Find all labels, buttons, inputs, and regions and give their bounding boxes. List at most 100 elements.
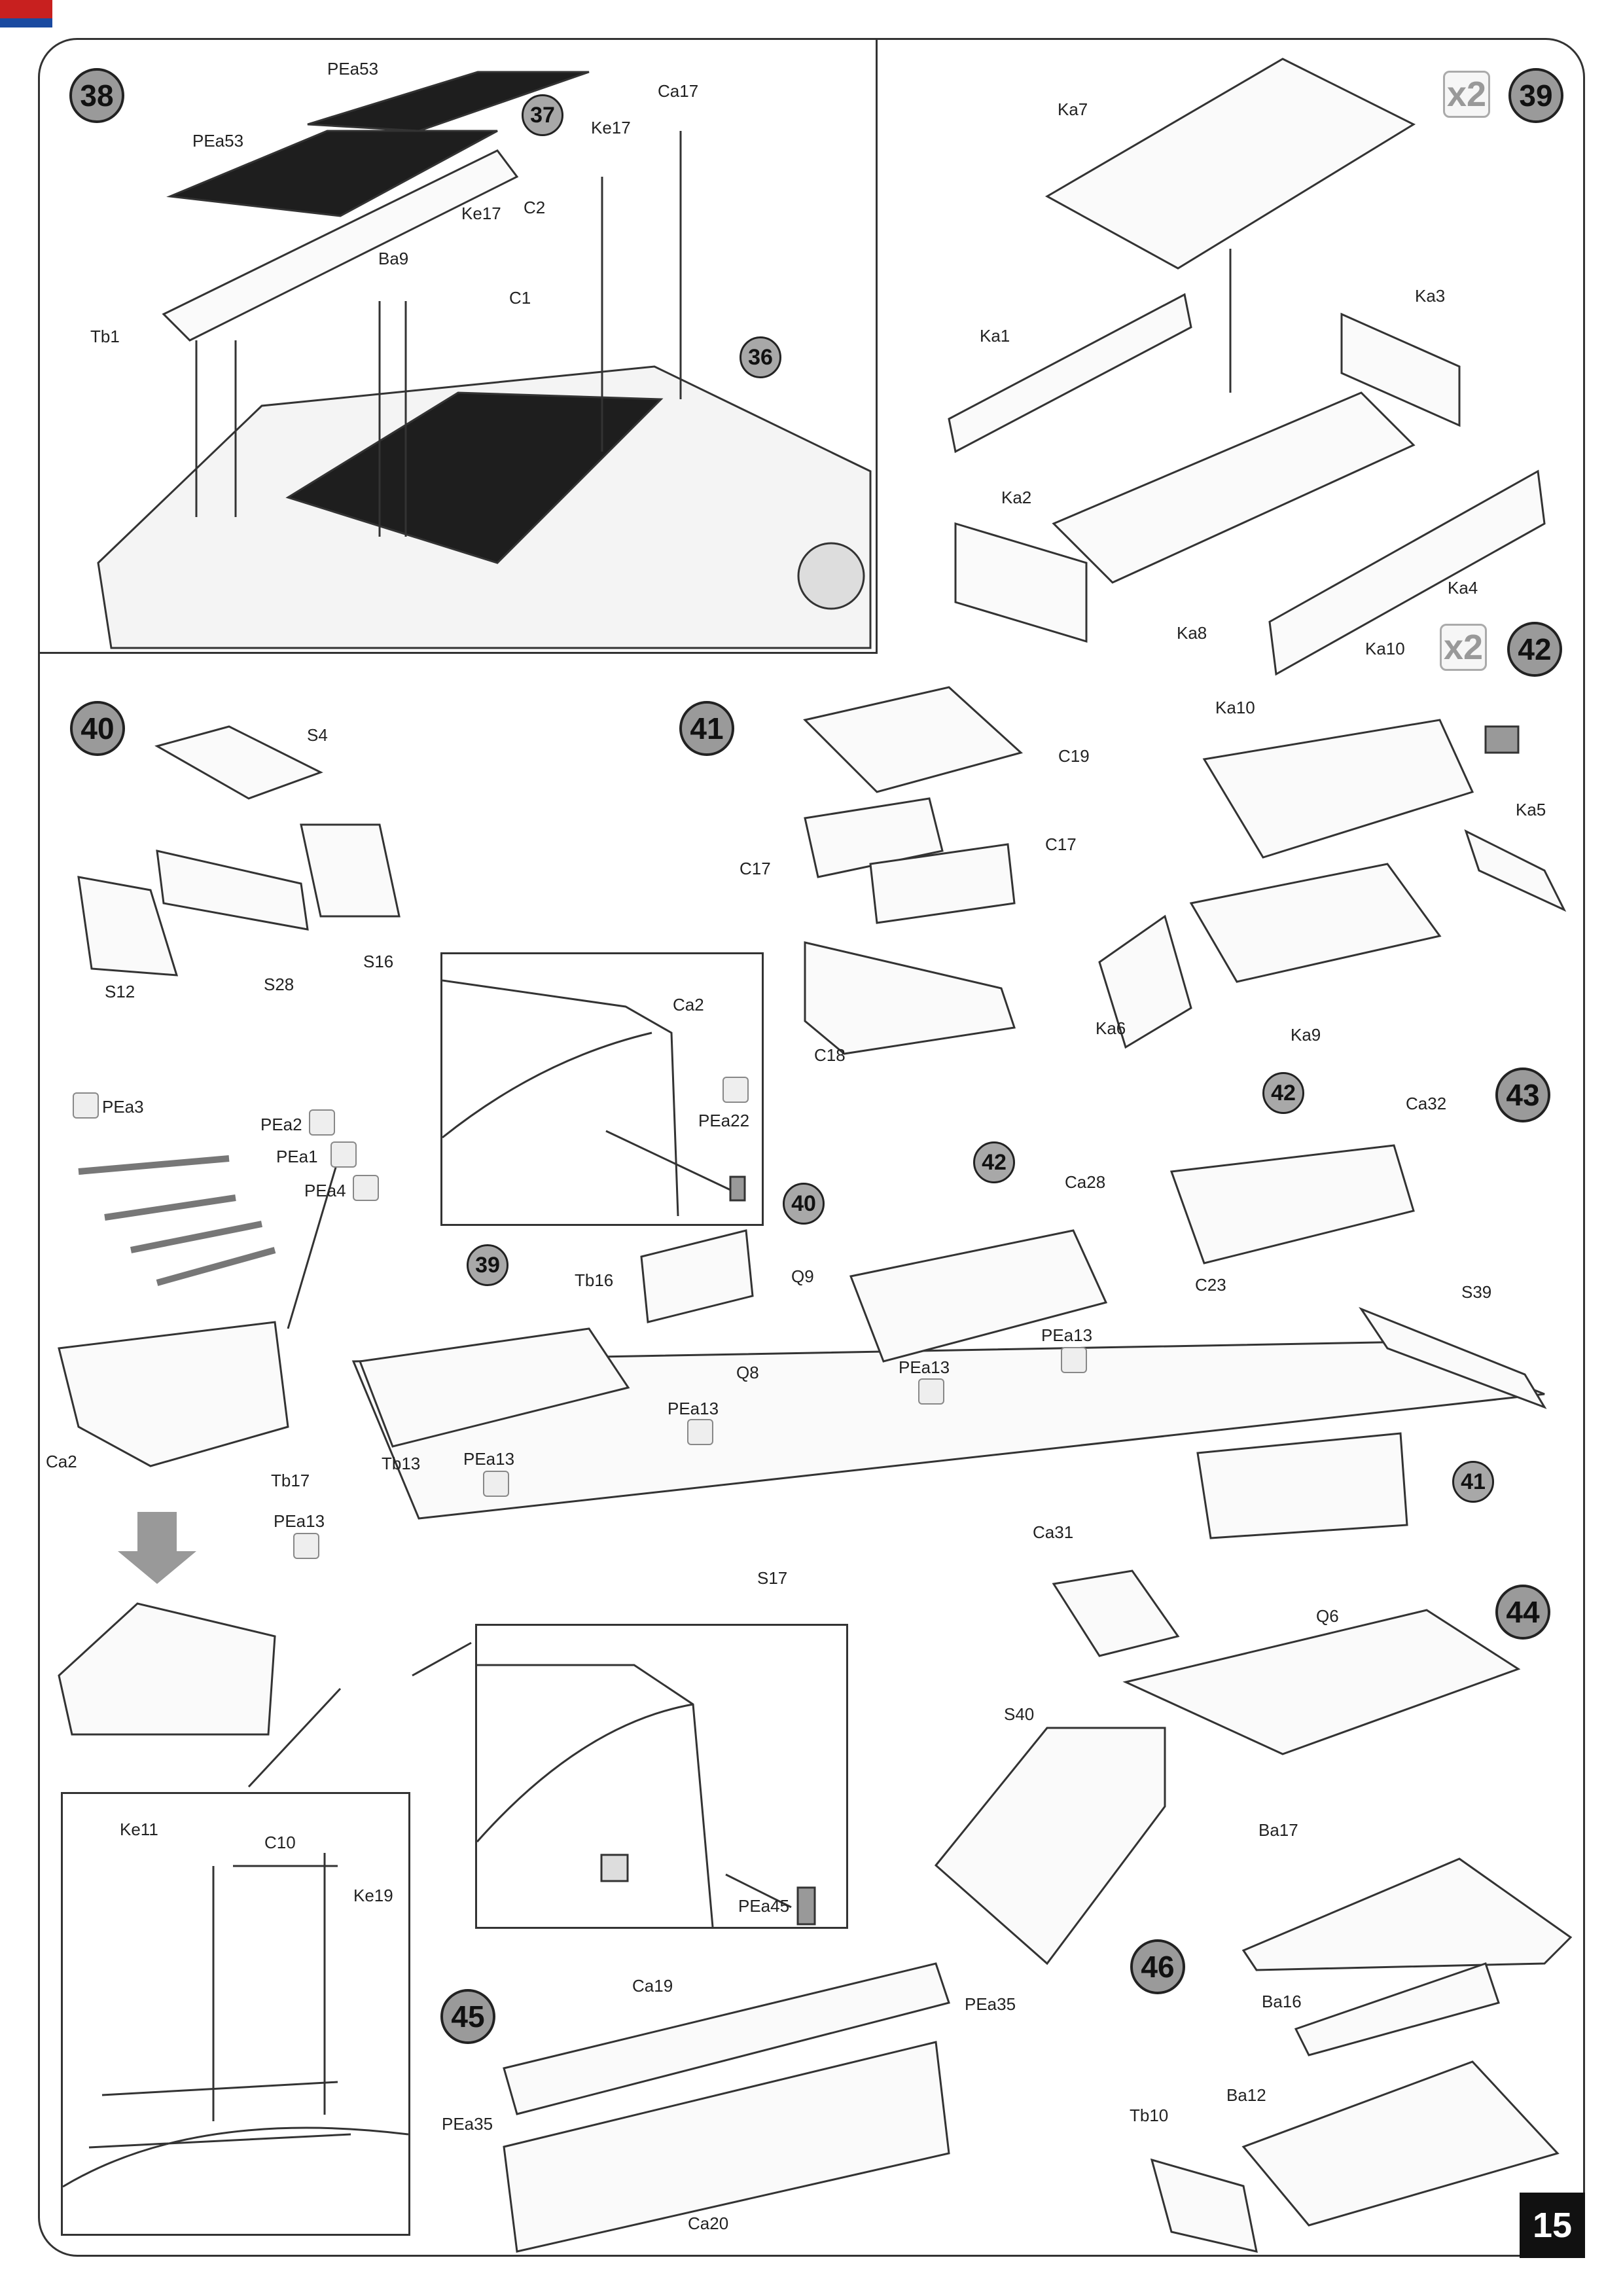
part-label-ka1: Ka1 xyxy=(980,326,1010,346)
step-42-badge: 42 xyxy=(1507,622,1562,677)
part-label-ba16: Ba16 xyxy=(1262,1992,1302,2011)
part-label-ke17-a: Ke17 xyxy=(591,118,631,137)
part-label-ca19: Ca19 xyxy=(632,1976,673,1996)
part-label-pea45: PEa45 xyxy=(738,1896,790,1916)
part-label-ka5: Ka5 xyxy=(1516,800,1546,819)
page-number: 15 xyxy=(1520,2193,1585,2258)
quantity-x2-icon: x2 xyxy=(1443,71,1490,118)
step-40-badge: 40 xyxy=(70,701,125,756)
part-label-ca20: Ca20 xyxy=(688,2214,729,2233)
step-41-badge: 41 xyxy=(679,701,734,756)
step-44-badge: 44 xyxy=(1495,1585,1550,1640)
part-label-ka7: Ka7 xyxy=(1058,99,1088,119)
photo-etch-icon-pea13-e xyxy=(293,1533,319,1559)
step-40-ref-badge: 40 xyxy=(783,1183,825,1225)
part-label-pea13-c: PEa13 xyxy=(668,1399,719,1418)
part-label-ca32: Ca32 xyxy=(1406,1094,1447,1113)
photo-etch-icon-pea1 xyxy=(330,1141,357,1168)
part-label-pea35-right: PEa35 xyxy=(965,1994,1016,2014)
step-37-ref-badge: 37 xyxy=(522,94,563,136)
part-label-ba9: Ba9 xyxy=(378,249,409,268)
part-label-ka6: Ka6 xyxy=(1096,1018,1126,1038)
step-41-ref-badge: 41 xyxy=(1452,1461,1494,1503)
quantity-x2-icon-step42: x2 xyxy=(1440,624,1487,671)
divider-horizontal-top xyxy=(38,652,878,654)
step-39-badge: 39 xyxy=(1508,68,1563,123)
photo-etch-icon-pea2 xyxy=(309,1109,335,1136)
part-label-ke11: Ke11 xyxy=(120,1820,158,1839)
part-label-tb10: Tb10 xyxy=(1130,2106,1169,2125)
part-label-tb17: Tb17 xyxy=(271,1471,310,1490)
part-label-s28: S28 xyxy=(264,975,294,994)
detail-box-pea45 xyxy=(475,1624,848,1929)
step-43-badge: 43 xyxy=(1495,1067,1550,1122)
part-label-ka2: Ka2 xyxy=(1001,488,1032,507)
detail-box-ca2 xyxy=(440,952,764,1226)
part-label-pea13-e: PEa13 xyxy=(274,1511,325,1531)
part-label-pea1: PEa1 xyxy=(276,1147,318,1166)
part-label-ka10-top: Ka10 xyxy=(1365,639,1405,658)
publisher-logo xyxy=(0,0,52,27)
photo-etch-icon-pea13-c xyxy=(687,1419,713,1445)
part-label-s16: S16 xyxy=(363,952,394,971)
divider-vertical-top xyxy=(876,38,878,653)
part-label-c18: C18 xyxy=(814,1045,846,1065)
part-label-ca31: Ca31 xyxy=(1033,1522,1074,1542)
part-label-s4: S4 xyxy=(307,725,328,745)
part-label-pea2: PEa2 xyxy=(260,1115,302,1134)
photo-etch-icon-pea3 xyxy=(73,1092,99,1119)
part-label-pea53-left: PEa53 xyxy=(192,131,244,151)
part-label-pea13-b: PEa13 xyxy=(899,1357,950,1377)
part-label-pea22: PEa22 xyxy=(698,1111,750,1130)
step-42-ref-badge-b: 42 xyxy=(973,1141,1015,1183)
direction-arrow xyxy=(118,1512,196,1584)
part-label-ka3: Ka3 xyxy=(1415,286,1446,306)
part-label-pea4: PEa4 xyxy=(304,1181,346,1200)
part-label-ke17-b: Ke17 xyxy=(461,204,501,223)
part-label-c1: C1 xyxy=(509,288,531,308)
photo-etch-icon-pea4 xyxy=(353,1175,379,1201)
part-label-ca28: Ca28 xyxy=(1065,1172,1106,1192)
part-label-s40: S40 xyxy=(1004,1704,1035,1724)
part-label-ca2: Ca2 xyxy=(46,1452,77,1471)
step-46-badge: 46 xyxy=(1130,1939,1185,1994)
step-42-ref-badge-a: 42 xyxy=(1262,1072,1304,1114)
part-label-c17-right: C17 xyxy=(1045,834,1077,854)
part-label-s12: S12 xyxy=(105,982,135,1001)
part-label-c10: C10 xyxy=(264,1833,296,1852)
part-label-ca17: Ca17 xyxy=(658,81,699,101)
part-label-q8: Q8 xyxy=(736,1363,759,1382)
detail-box-c10 xyxy=(61,1792,410,2236)
part-label-q9: Q9 xyxy=(791,1266,814,1286)
part-label-tb1: Tb1 xyxy=(90,327,120,346)
part-label-s17: S17 xyxy=(757,1568,788,1588)
part-label-ba12: Ba12 xyxy=(1226,2085,1266,2105)
part-label-pea13-a: PEa13 xyxy=(1041,1325,1093,1345)
part-label-pea35-left: PEa35 xyxy=(442,2114,493,2134)
part-label-c17-left: C17 xyxy=(740,859,771,878)
part-label-c23: C23 xyxy=(1195,1275,1226,1295)
part-label-c2: C2 xyxy=(524,198,546,217)
step-45-badge: 45 xyxy=(440,1989,495,2044)
photo-etch-icon-pea13-d xyxy=(483,1471,509,1497)
photo-etch-icon-pea13-a xyxy=(1061,1347,1087,1373)
part-label-pea53-top: PEa53 xyxy=(327,59,379,79)
part-label-pea13-d: PEa13 xyxy=(463,1449,515,1469)
part-label-ka4: Ka4 xyxy=(1448,578,1478,598)
photo-etch-icon-pea22 xyxy=(722,1077,749,1103)
part-label-c19: C19 xyxy=(1058,746,1090,766)
part-label-pea3: PEa3 xyxy=(102,1097,144,1117)
part-label-tb16: Tb16 xyxy=(575,1270,614,1290)
part-label-s39: S39 xyxy=(1461,1282,1492,1302)
part-label-tb13: Tb13 xyxy=(382,1454,421,1473)
part-label-ke19: Ke19 xyxy=(353,1886,393,1905)
step-36-ref-badge: 36 xyxy=(740,336,781,378)
part-label-ba17: Ba17 xyxy=(1258,1820,1298,1840)
part-label-ka8: Ka8 xyxy=(1177,623,1207,643)
photo-etch-icon-pea13-b xyxy=(918,1378,944,1405)
part-label-q6: Q6 xyxy=(1316,1606,1339,1626)
part-label-ca2-detail: Ca2 xyxy=(673,995,704,1014)
step-39-ref-badge: 39 xyxy=(467,1244,508,1286)
part-label-ka9: Ka9 xyxy=(1291,1025,1321,1045)
